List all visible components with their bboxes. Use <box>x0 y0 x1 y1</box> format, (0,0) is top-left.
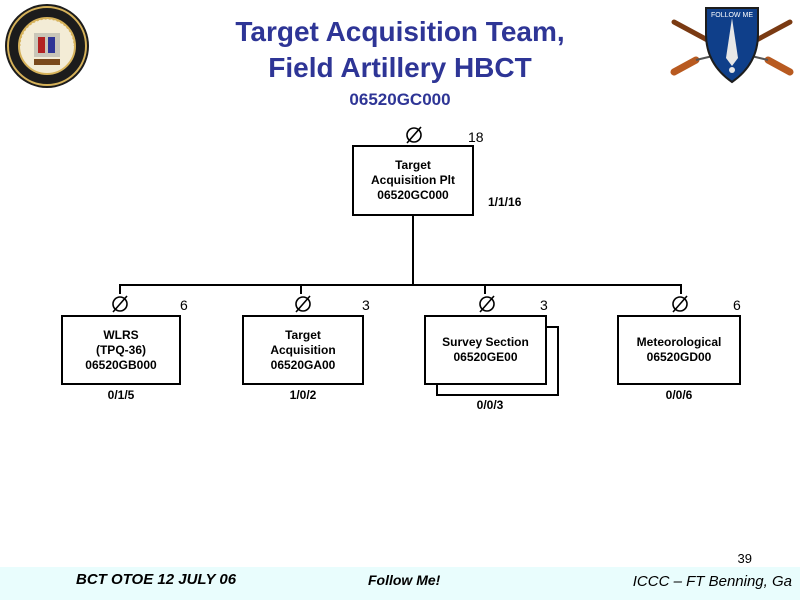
org-box-code: 06520GA00 <box>270 357 336 372</box>
unit-ratio-wlrs: 0/1/5 <box>107 388 135 402</box>
page-title: Target Acquisition Team, Field Artillery… <box>140 14 660 86</box>
footer-center-text: Follow Me! <box>368 572 441 588</box>
org-box-code: 06520GB000 <box>85 357 157 372</box>
unit-strength-wlrs: 6 <box>180 297 188 313</box>
org-box-name-line2: Acquisition <box>270 342 336 357</box>
org-box-name-line2: Acquisition Plt <box>371 173 455 187</box>
follow-me-logo: FOLLOW ME <box>670 7 794 84</box>
footer-right-text: ICCC – FT Benning, Ga <box>632 573 792 590</box>
org-box-name-line2: (TPQ-36) <box>95 342 146 357</box>
org-box-code: 06520GC000 <box>377 188 449 202</box>
org-box-code: 06520GE00 <box>453 350 518 364</box>
org-box-code: 06520GD00 <box>646 350 712 364</box>
page-number: 39 <box>737 551 752 566</box>
title-line-2: Field Artillery HBCT <box>268 52 532 83</box>
connector-drop-3 <box>484 284 486 294</box>
connector-drop-2 <box>300 284 302 294</box>
connector-horizontal <box>119 284 682 286</box>
org-box-meteorological: Meteorological 06520GD00 <box>617 315 741 385</box>
unit-ratio-survey-section: 0/0/3 <box>476 398 504 412</box>
footer-bar <box>0 567 800 600</box>
org-box-name-line1: Meteorological <box>636 335 722 349</box>
unit-strength-meteorological: 6 <box>733 297 741 313</box>
org-box-target-acquisition-plt: Target Acquisition Plt 06520GC000 <box>352 145 474 216</box>
section-symbol-icon <box>479 295 495 313</box>
top-strength: 18 <box>468 129 484 145</box>
org-box-name-line1: Survey Section <box>442 335 529 349</box>
footer-left-text: BCT OTOE 12 JULY 06 <box>76 571 237 588</box>
section-symbol-icon <box>295 295 311 313</box>
connector-drop-4 <box>680 284 682 294</box>
org-box-name-line1: WLRS <box>103 327 139 342</box>
org-box-wlrs: WLRS (TPQ-36) 06520GB000 <box>61 315 181 385</box>
connector-vertical-top <box>412 216 414 285</box>
unit-ratio-target-acquisition: 1/0/2 <box>289 388 317 402</box>
org-box-name-line1: Target <box>395 158 431 172</box>
unit-strength-survey-section: 3 <box>540 297 548 313</box>
section-symbol-icon <box>112 295 128 313</box>
top-ratio: 1/1/16 <box>488 195 522 209</box>
title-line-1: Target Acquisition Team, <box>235 16 565 47</box>
org-box-name-line1: Target <box>285 327 321 342</box>
unit-ratio-meteorological: 0/0/6 <box>665 388 693 402</box>
unit-strength-target-acquisition: 3 <box>362 297 370 313</box>
section-symbol-icon <box>672 295 688 313</box>
page-subtitle: 06520GC000 <box>349 90 451 109</box>
platoon-symbol-icon <box>406 126 422 144</box>
connector-drop-1 <box>119 284 121 294</box>
org-box-target-acquisition: Target Acquisition 06520GA00 <box>242 315 364 385</box>
org-box-survey-section: Survey Section 06520GE00 <box>424 315 547 385</box>
svg-text:FOLLOW ME: FOLLOW ME <box>711 12 753 19</box>
army-seal-logo <box>5 4 89 88</box>
